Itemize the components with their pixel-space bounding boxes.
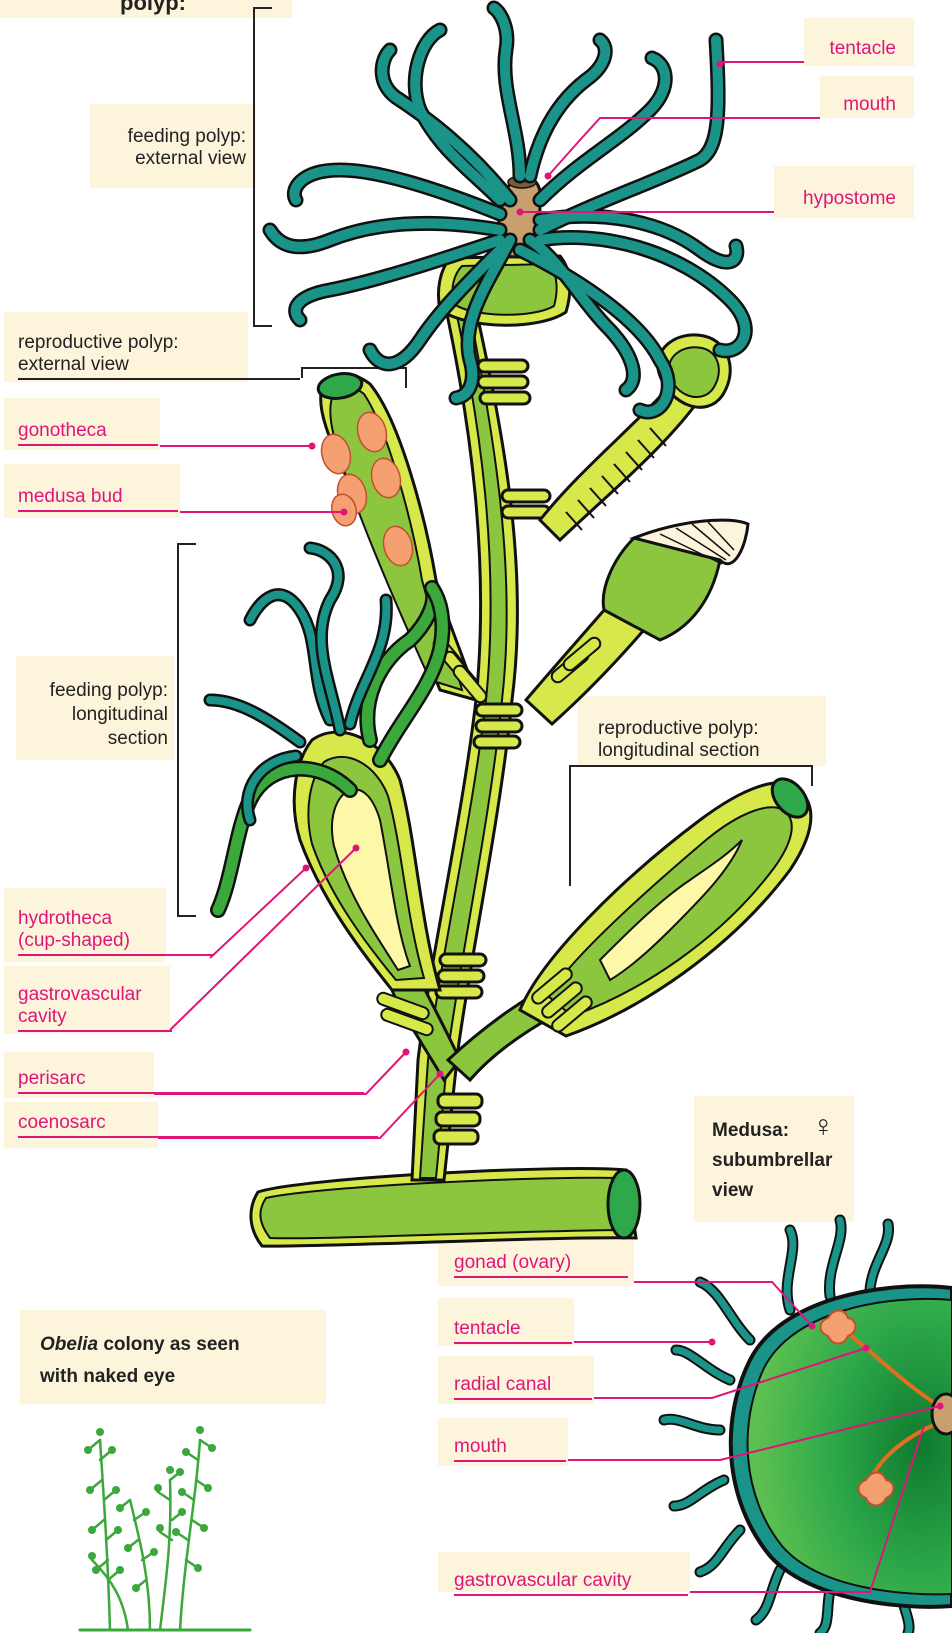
gastrovascular-left-label-2: cavity: [18, 1006, 172, 1032]
mouth-medusa-label: mouth: [454, 1436, 566, 1462]
gastrovascular-medusa-label: gastrovascular cavity: [454, 1570, 688, 1596]
tentacle-top-label: tentacle: [804, 38, 896, 60]
medusa-title-label-3: view: [712, 1180, 753, 1202]
hydrotheca-label-2: (cup-shaped): [18, 930, 214, 956]
gastrovascular-left-label-1: gastrovascular: [18, 984, 142, 1006]
feeding-longitudinal-label-1: feeding polyp:: [20, 680, 168, 702]
striped-reproductive-polyp: [526, 520, 748, 724]
perisarc-label: perisarc: [18, 1068, 364, 1094]
hydrotheca-label-1: hydrotheca: [18, 908, 112, 930]
medusa-title-label-2: subumbrellar: [712, 1150, 832, 1172]
bracket-feeding-longitudinal: [178, 544, 196, 916]
reproductive-external-label-1: reproductive polyp:: [18, 332, 179, 354]
medusa-mouth: [932, 1394, 952, 1434]
colony-caption-line-1: Obelia colony as seen: [40, 1334, 240, 1356]
feeding-longitudinal-label-2: longitudinal: [20, 704, 168, 726]
medusa-bud-label: medusa bud: [18, 486, 178, 512]
medusa-title-label-1: Medusa:: [712, 1120, 789, 1142]
tentacle-medusa-label: tentacle: [454, 1318, 572, 1344]
colony-caption-line-2: with naked eye: [40, 1366, 175, 1388]
gonad-label: gonad (ovary): [454, 1252, 628, 1278]
reproductive-external-label-2: external view: [18, 354, 300, 380]
coenosarc-label: coenosarc: [18, 1112, 378, 1138]
bracket-feeding-external: [254, 8, 272, 326]
obelia-colony: [80, 1440, 250, 1630]
feeding-external-label-2: external view: [96, 148, 246, 170]
colony-caption-genus: Obelia: [40, 1334, 98, 1355]
radial-canal-label: radial canal: [454, 1374, 592, 1400]
feeding-longitudinal-label-3: section: [20, 728, 168, 750]
title-polyp-label: polyp:: [120, 0, 186, 14]
reproductive-longitudinal-label-1: reproductive polyp:: [598, 718, 759, 740]
reproductive-longitudinal-label-2: longitudinal section: [598, 740, 760, 762]
mouth-top-label: mouth: [820, 94, 896, 116]
hypostome-label: hypostome: [774, 188, 896, 210]
gonotheca-label: gonotheca: [18, 420, 158, 446]
feeding-external-label-1: feeding polyp:: [96, 126, 246, 148]
colony-caption-text: colony as seen: [103, 1334, 239, 1355]
female-symbol: ♀: [812, 1112, 835, 1142]
